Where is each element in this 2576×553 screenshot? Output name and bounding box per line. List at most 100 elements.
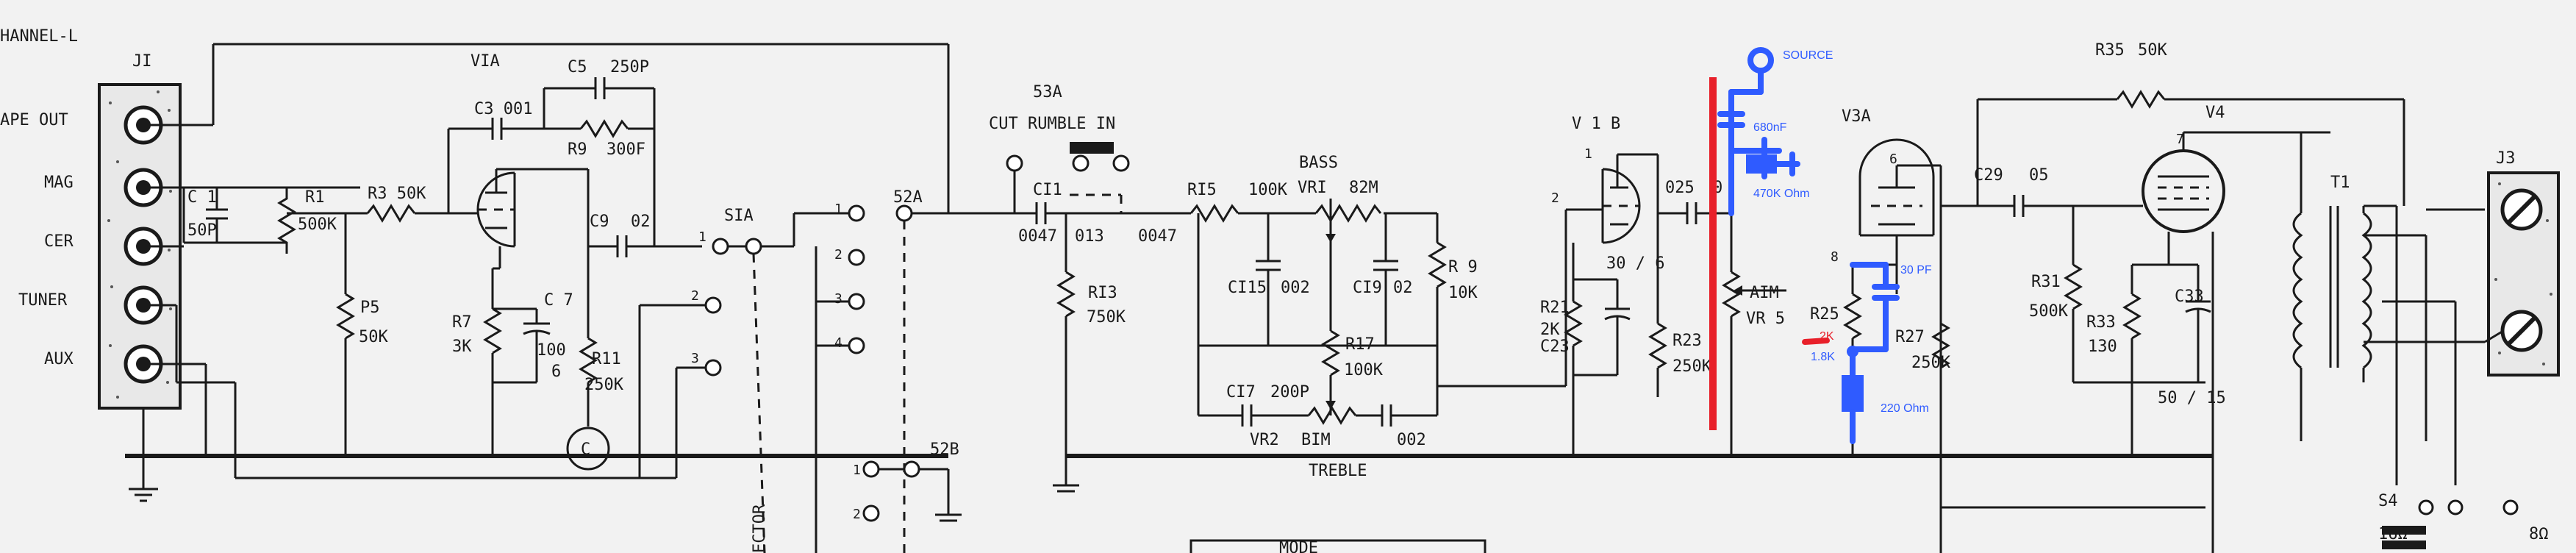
r27-label: R27 [1895, 328, 1925, 346]
input-mag-label: MAG [44, 174, 74, 192]
transformer-t1-icon [2292, 206, 2372, 369]
c-tube-circle [566, 427, 610, 471]
v3a-label: V3A [1842, 107, 1871, 126]
v1b-pin2: 2 [1551, 190, 1559, 206]
s2b-pole-2: 2 [853, 507, 861, 522]
source-annotation: SOURCE [1783, 49, 1833, 62]
c15-value: 002 [1281, 279, 1310, 297]
cap-30pf-annotation: 30 PF [1900, 264, 1932, 276]
c29-value: 05 [2029, 166, 2049, 185]
r35-label: R35 [2095, 41, 2125, 60]
s1a-pole-3: 3 [691, 351, 699, 366]
r21-value: 2K [1540, 321, 1560, 339]
r31-label: R31 [2031, 273, 2061, 291]
r21-label: R21 [1540, 299, 1570, 317]
s2a-contact-3 [848, 293, 865, 310]
vr2-value: BIM [1301, 431, 1331, 449]
r7-label: R7 [452, 313, 472, 332]
res-220-annotation: 220 Ohm [1881, 402, 1929, 415]
r11-value: 250K [584, 376, 624, 394]
p5-value: 50K [359, 328, 388, 346]
s1a-wiper [745, 238, 762, 255]
s2a-label: 52A [893, 188, 923, 207]
c5-value: 250P [610, 58, 649, 76]
c17-label: CI7 [1226, 383, 1256, 402]
c11-0047b: 0047 [1138, 227, 1177, 246]
c11-value: 0047 [1018, 227, 1057, 246]
r3-label: R3 50K [368, 185, 426, 203]
s3a-contact-cut [1006, 154, 1023, 172]
channel-label: HANNEL-L [0, 27, 78, 46]
vacuum-tube-v4-icon [2142, 149, 2225, 233]
r9-value: 300F [607, 140, 645, 159]
s1a-contact-3 [704, 359, 722, 377]
vacuum-tube-v1a-icon [448, 171, 516, 248]
c15-label: CI15 [1228, 279, 1267, 297]
c9-value: 02 [631, 213, 651, 231]
r25-label: R25 [1810, 305, 1839, 324]
c7-label: C 7 [544, 291, 573, 310]
v3a-pin6: 6 [1889, 151, 1897, 167]
c1-label: C 1 [187, 188, 217, 207]
r33-value: 130 [2088, 338, 2117, 356]
c19-value: 02 [1393, 279, 1413, 297]
s1a-label: SIA [724, 207, 754, 225]
c7-value-b: 6 [551, 363, 561, 381]
r17-label: R17 [1345, 335, 1375, 354]
r35-value: 50K [2138, 41, 2167, 60]
input-tuner-label: TUNER [18, 291, 68, 310]
s2a-wiper [895, 204, 913, 222]
input-aux-label: AUX [44, 350, 74, 368]
res-1-8k-annotation: 1.8K [1811, 351, 1835, 363]
s4-slider [2382, 526, 2426, 535]
c9-label: C9 [590, 213, 609, 231]
cap-680nf-annotation: 680nF [1753, 121, 1787, 134]
r23-label: R23 [1672, 332, 1702, 350]
s2a-contact-2 [848, 249, 865, 266]
s2b-wiper [903, 460, 920, 478]
vr5-label: VR 5 [1746, 310, 1785, 328]
s4-contact-16 [2418, 499, 2434, 515]
s4-16-label: 16Ω [2378, 525, 2408, 543]
c33-value: 50 / 15 [2158, 389, 2226, 407]
v3a-pin8: 8 [1831, 249, 1839, 265]
s2a-contact-1 [848, 204, 865, 222]
c1-value: 50P [187, 221, 217, 240]
r15-value: 100K [1248, 181, 1288, 199]
c5-label: C5 [568, 58, 587, 76]
struck-annotation: 2K [1820, 330, 1834, 343]
mode-box [1189, 539, 1486, 553]
s2a-pole-2: 2 [834, 247, 842, 263]
wiring [143, 43, 950, 479]
j3-label: J3 [2496, 149, 2516, 168]
r9-label: R9 [568, 140, 587, 159]
s1a-contact-1 [712, 238, 729, 255]
r1-label: R1 [305, 188, 325, 207]
t1-label: T1 [2330, 174, 2350, 192]
s2b-pole-1: 1 [853, 463, 861, 478]
s4-8-label: 8Ω [2529, 525, 2549, 543]
s4-contact-com [2447, 499, 2464, 515]
c17-value: 200P [1270, 383, 1309, 402]
v1b-3006: 30 / 6 [1606, 254, 1664, 273]
s2a-pole-1: 1 [834, 201, 842, 217]
aim-label: AIM [1750, 284, 1779, 302]
vr2-002: 002 [1397, 431, 1426, 449]
c7-value-a: 100 [537, 341, 566, 360]
r27-value: 250K [1911, 354, 1951, 372]
c33-label: C33 [2175, 288, 2204, 306]
vr2-label: VR2 [1250, 431, 1279, 449]
cut-rumble-label: CUT RUMBLE IN [989, 115, 1115, 133]
r31-value: 500K [2029, 302, 2069, 321]
s2a-contact-4 [848, 337, 865, 354]
c19-label: CI9 [1353, 279, 1382, 297]
s1a-pole-2: 2 [691, 288, 699, 304]
res-470k-annotation: 470K Ohm [1753, 188, 1809, 200]
v4-pin7: 7 [2176, 132, 2184, 147]
s2a-pole-4: 4 [834, 335, 842, 351]
s1a-pole-1: 1 [698, 229, 706, 245]
v1b-pin1: 1 [1584, 146, 1592, 162]
v4-label: V4 [2205, 104, 2225, 122]
mode-label: MODE [1279, 539, 1318, 553]
